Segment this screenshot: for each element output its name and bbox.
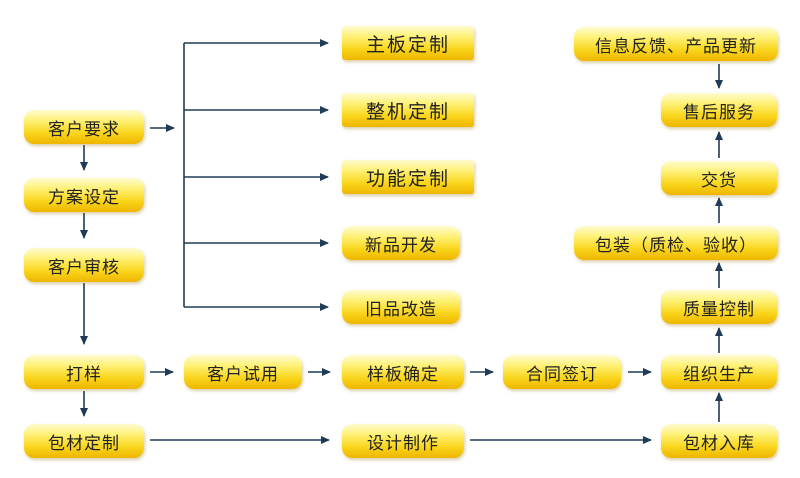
node-packaging-qc: 包装（质检、验收） (574, 226, 778, 260)
node-machine-custom: 整机定制 (342, 93, 474, 127)
node-after-sales: 售后服务 (661, 93, 777, 127)
node-mainboard-custom: 主板定制 (342, 26, 474, 60)
node-packaging-custom: 包材定制 (24, 424, 144, 458)
node-delivery: 交货 (661, 161, 777, 195)
node-organize-production: 组织生产 (661, 355, 777, 389)
node-quality-control: 质量控制 (661, 290, 777, 324)
node-sampling: 打样 (24, 355, 144, 389)
node-new-product-dev: 新品开发 (342, 226, 460, 260)
node-customer-trial: 客户试用 (184, 355, 302, 389)
node-feedback-update: 信息反馈、产品更新 (574, 27, 778, 61)
node-design-make: 设计制作 (342, 424, 464, 458)
node-packaging-storage: 包材入库 (661, 424, 777, 458)
node-function-custom: 功能定制 (342, 160, 474, 194)
node-customer-requirement: 客户要求 (24, 110, 144, 144)
node-customer-review: 客户审核 (24, 248, 144, 282)
node-old-product-mod: 旧品改造 (342, 290, 460, 324)
node-scheme-setting: 方案设定 (24, 178, 144, 212)
node-sample-confirm: 样板确定 (342, 355, 464, 389)
node-contract-sign: 合同签订 (503, 355, 621, 389)
